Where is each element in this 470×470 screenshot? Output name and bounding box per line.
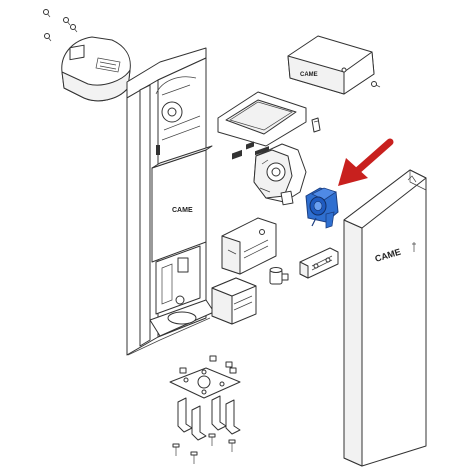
- bottom-bolts: [172, 433, 236, 464]
- column-housing: CAME: [126, 47, 215, 356]
- control-box-lid: CAME: [287, 35, 381, 95]
- screws-top-left: [43, 9, 78, 42]
- base-plate: [169, 367, 241, 399]
- motor-encoder-icon: [305, 187, 339, 229]
- column-brand-label: CAME: [172, 207, 193, 214]
- anchor-brackets: [177, 395, 241, 441]
- gasket-frame: [217, 91, 307, 147]
- box-brand-label: CAME: [300, 72, 318, 78]
- gearmotor: [253, 143, 307, 206]
- cylinder-part: [269, 267, 289, 285]
- nuts: [179, 355, 237, 374]
- front-cover: CAME: [343, 169, 427, 467]
- small-clip: [311, 117, 321, 133]
- transformer: [211, 277, 257, 325]
- limit-switch: [299, 247, 339, 279]
- control-board: [221, 141, 277, 275]
- red-arrow-icon: [338, 138, 394, 186]
- top-cap: [61, 36, 131, 102]
